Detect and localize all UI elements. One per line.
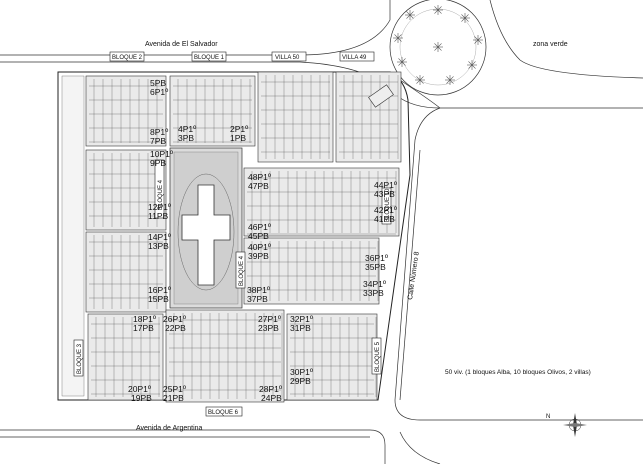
pool-courtyard xyxy=(169,147,243,309)
unit-label: 13PB xyxy=(148,241,169,251)
unit-label: 9PB xyxy=(150,158,166,168)
unit-label: 36P1º xyxy=(365,253,388,263)
unit-label: 11PB xyxy=(148,211,168,221)
unit-label: 41PB xyxy=(374,214,395,224)
unit-label: 28P1º xyxy=(259,384,282,394)
parking-strip xyxy=(61,75,85,397)
block-1-label: BLOQUE 1 xyxy=(194,55,225,61)
villa-50-label: VILLA 50 xyxy=(275,55,300,61)
compass-rose xyxy=(563,413,587,437)
unit-label: 23PB xyxy=(258,323,279,333)
unit-label: 48P1º xyxy=(248,172,271,182)
unit-label: 26P1º xyxy=(163,314,186,324)
unit-label: 15PB xyxy=(148,294,169,304)
unit-label: 12P1º xyxy=(148,202,171,212)
block-4-label: BLOQUE 4 xyxy=(239,255,245,286)
green-zone-label: zona verde xyxy=(533,41,568,48)
block-3-label: BLOQUE 3 xyxy=(77,343,83,374)
building-footprints xyxy=(85,71,402,403)
unit-label: 42P1º xyxy=(374,205,397,215)
unit-label: 32P1º xyxy=(290,314,313,324)
villa-49-label: VILLA 49 xyxy=(342,55,367,61)
unit-label: 6P1º xyxy=(150,87,168,97)
unit-label: 45PB xyxy=(248,231,269,241)
unit-label: 25P1º xyxy=(163,384,186,394)
unit-label: 3PB xyxy=(178,133,194,143)
street-east-label: Calle Número 8 xyxy=(407,251,421,300)
cross-shaped-pool xyxy=(181,184,231,286)
unit-label: 16P1º xyxy=(148,285,171,295)
unit-label: 40P1º xyxy=(248,242,271,252)
unit-label: 24PB xyxy=(261,393,282,403)
unit-label: 8P1º xyxy=(150,127,168,137)
unit-label: 1PB xyxy=(230,133,246,143)
unit-label: 22PB xyxy=(165,323,186,333)
unit-label: 21PB xyxy=(163,393,184,403)
unit-label: 43PB xyxy=(374,189,395,199)
unit-label: 38P1º xyxy=(247,285,270,295)
street-north-label: Avenida de El Salvador xyxy=(145,41,218,48)
villa-pool xyxy=(368,84,394,108)
unit-label: 14P1º xyxy=(148,232,171,242)
roundabout xyxy=(389,0,487,96)
unit-label: 29PB xyxy=(290,376,311,386)
street-south-label: Avenida de Argentina xyxy=(136,425,203,432)
compass-north-label: N xyxy=(546,414,550,420)
unit-label: 20P1º xyxy=(128,384,151,394)
unit-label: 47PB xyxy=(248,181,269,191)
unit-label: 10P1º xyxy=(150,149,173,159)
unit-label: 33PB xyxy=(363,288,384,298)
unit-label: 27P1º xyxy=(258,314,281,324)
unit-label: 44P1º xyxy=(374,180,397,190)
block-6-label: BLOQUE 6 xyxy=(208,410,239,416)
unit-label: 2P1º xyxy=(230,124,248,134)
block-2-label: BLOQUE 2 xyxy=(112,55,143,61)
unit-label: 39PB xyxy=(248,251,269,261)
unit-label: 18P1º xyxy=(133,314,156,324)
block-5-label: BLOQUE 5 xyxy=(375,341,381,372)
unit-label: 5PB xyxy=(150,78,166,88)
unit-label: 37PB xyxy=(247,294,268,304)
block-label-boxes xyxy=(73,51,392,417)
housing-summary-note: 50 viv. (1 bloques Alba, 10 bloques Oliv… xyxy=(445,369,591,376)
unit-label: 17PB xyxy=(133,323,154,333)
block-4-label-left: BLOQUE 4 xyxy=(158,179,164,210)
unit-label: 34P1º xyxy=(363,279,386,289)
unit-label: 35PB xyxy=(365,262,386,272)
unit-label: 19PB xyxy=(131,393,152,403)
unit-label: 4P1º xyxy=(178,124,196,134)
unit-label: 31PB xyxy=(290,323,311,333)
unit-label: 30P1º xyxy=(290,367,313,377)
unit-label: 7PB xyxy=(150,136,166,146)
building-detail-lines xyxy=(89,75,399,399)
block-10-label: BLOQUE 10 xyxy=(385,188,391,222)
unit-label: 46P1º xyxy=(248,222,271,232)
